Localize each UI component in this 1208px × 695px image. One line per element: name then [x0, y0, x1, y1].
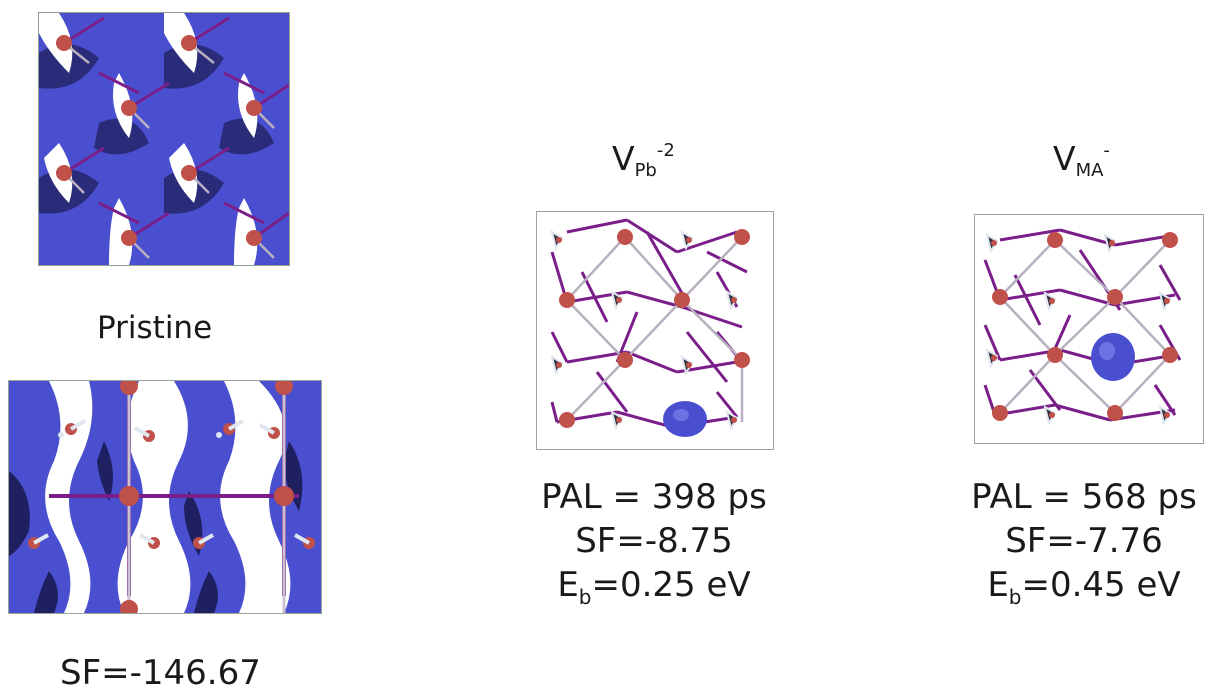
vpb-eb-main: E [557, 565, 579, 605]
vpb-sf: SF=-8.75 [575, 521, 733, 561]
vpb-pal: PAL = 398 ps [541, 477, 767, 517]
vma-title: VMA- [1053, 142, 1110, 180]
vma-title-sub: MA [1075, 160, 1104, 181]
vma-eb-value: =0.45 eV [1021, 565, 1181, 605]
vma-title-main: V [1053, 139, 1076, 178]
vpb-title-sup: -2 [656, 140, 675, 161]
vma-eb-sub: b [1008, 585, 1022, 609]
vpb-title: VPb-2 [612, 142, 675, 180]
vma-lattice [983, 228, 1182, 426]
vma-eb: Eb=0.45 eV [960, 563, 1208, 609]
vma-metrics: PAL = 568 ps SF=-7.76 Eb=0.45 eV [960, 475, 1208, 609]
vpb-lattice [550, 218, 750, 437]
vpb-structure [536, 211, 774, 450]
vpb-eb-value: =0.25 eV [591, 565, 751, 605]
pristine-top-view [38, 12, 290, 266]
pristine-top-isosurface [39, 13, 289, 265]
vma-structure [974, 214, 1204, 444]
pristine-sf-label: SF=-146.67 [60, 653, 261, 693]
vpb-title-sub: Pb [634, 160, 657, 181]
vma-title-sup: - [1103, 140, 1110, 161]
vpb-metrics: PAL = 398 ps SF=-8.75 Eb=0.25 eV [536, 475, 772, 609]
pristine-label: Pristine [97, 310, 213, 346]
pristine-side-view [8, 380, 322, 614]
vpb-eb: Eb=0.25 eV [536, 563, 772, 609]
vma-pal: PAL = 568 ps [971, 477, 1197, 517]
vma-sf: SF=-7.76 [1005, 521, 1163, 561]
vpb-eb-sub: b [578, 585, 592, 609]
pristine-side-isosurface [9, 381, 321, 613]
vpb-title-main: V [612, 139, 635, 178]
vma-eb-main: E [987, 565, 1009, 605]
